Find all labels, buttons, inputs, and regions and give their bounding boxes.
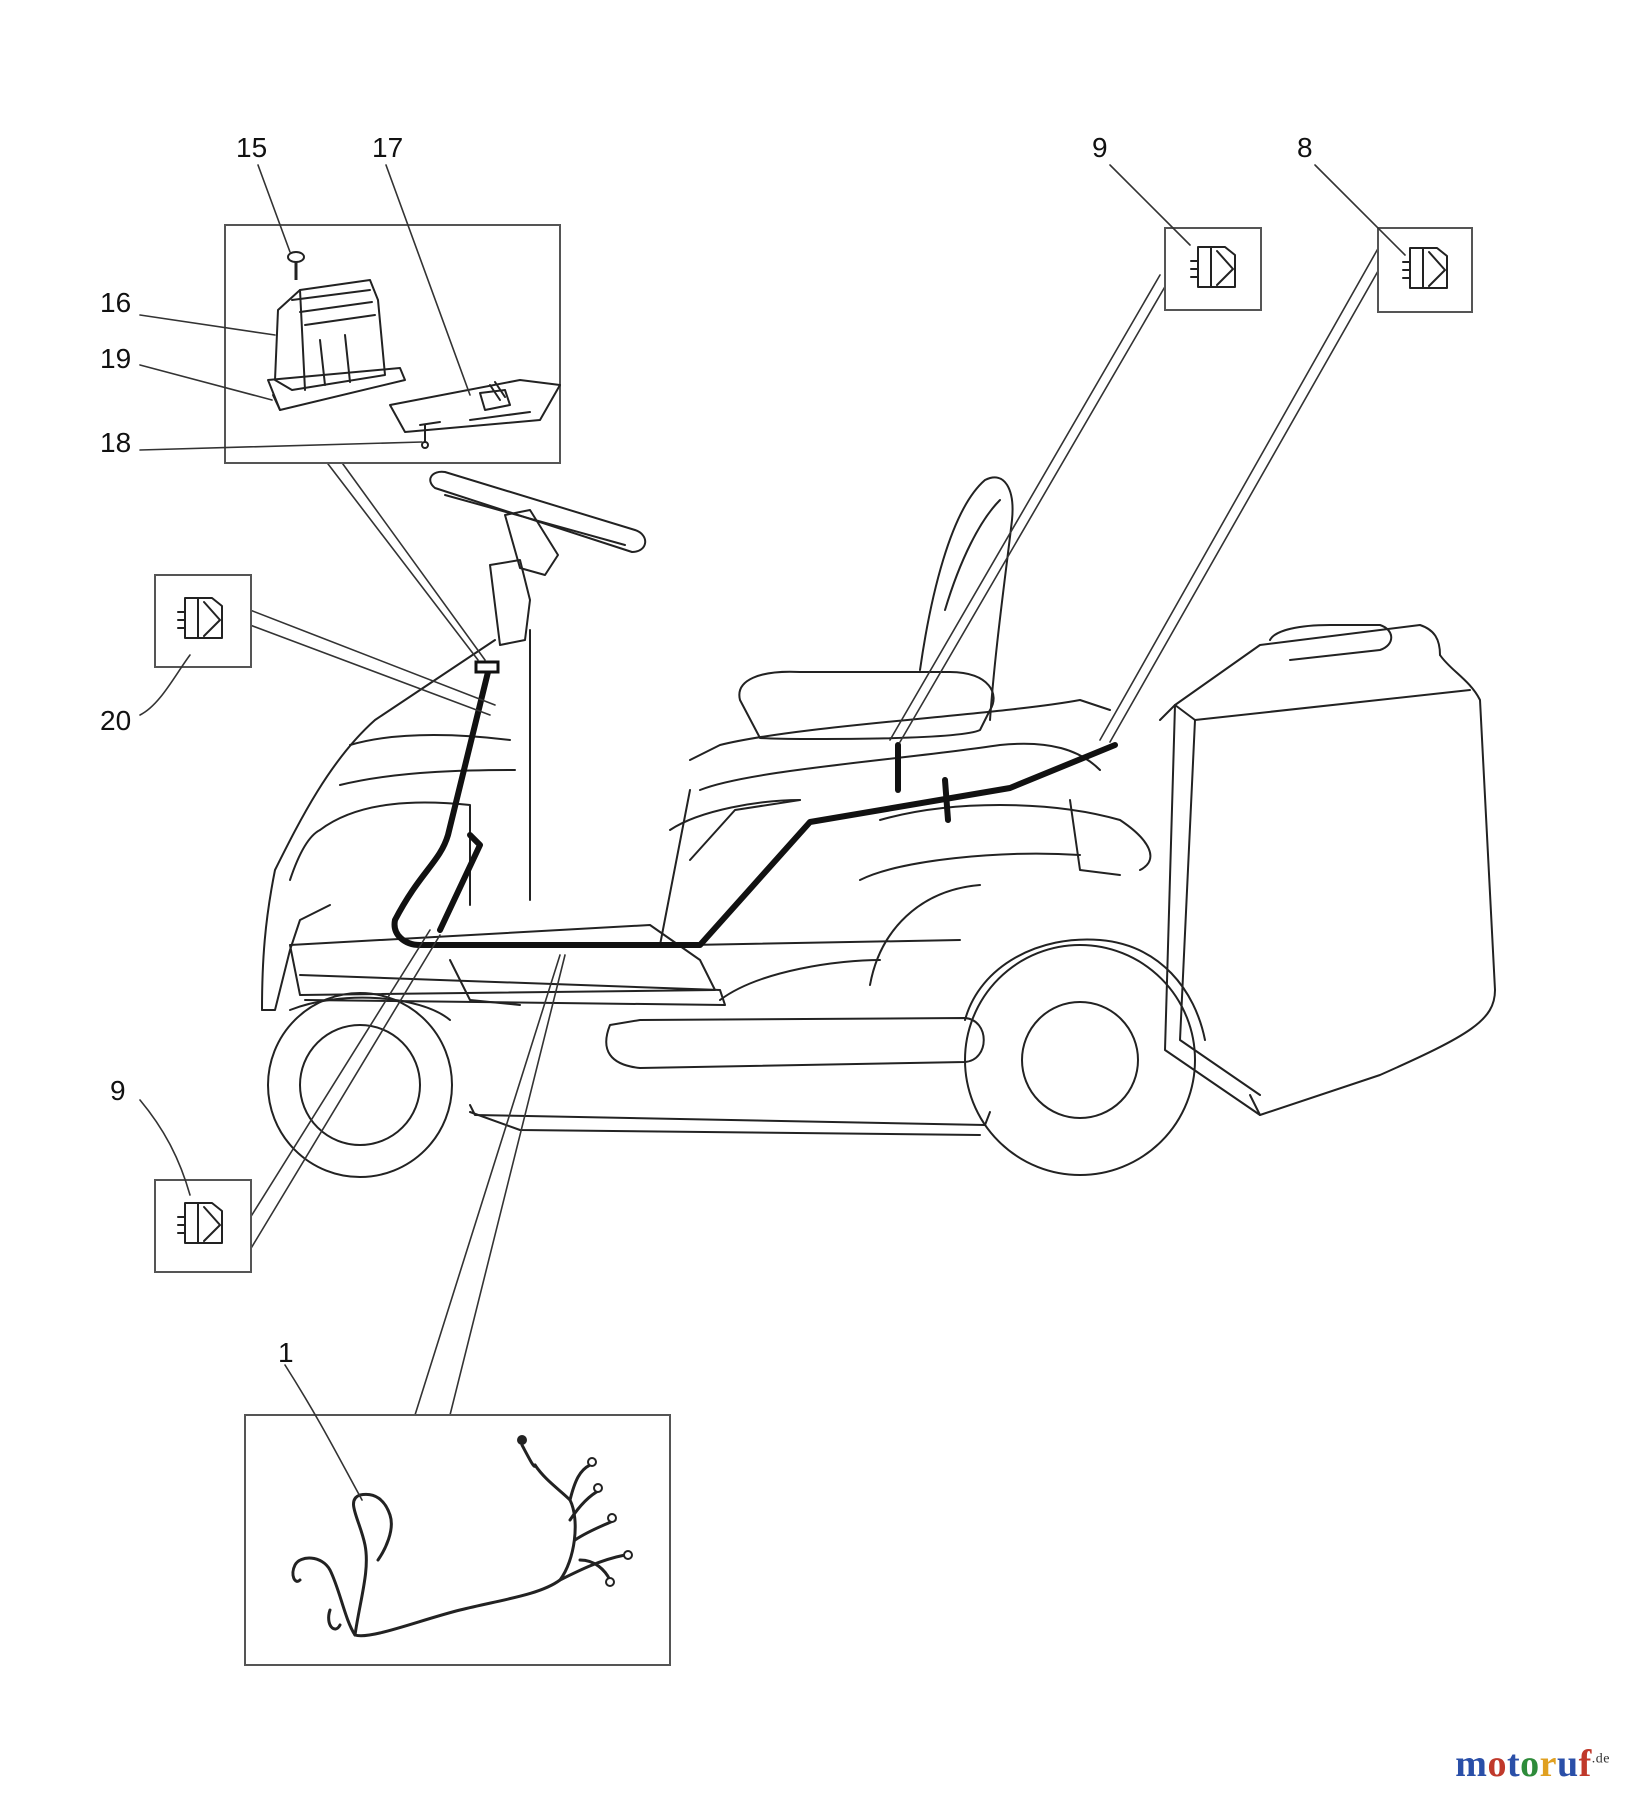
wiring-harness-icon — [291, 1435, 633, 1638]
callout-8: 8 — [1297, 132, 1313, 163]
circuit-board-icon — [389, 379, 561, 433]
callout-15: 15 — [236, 132, 267, 163]
callout-18: 18 — [100, 427, 131, 458]
fastener-icon — [421, 425, 429, 449]
relay-icon — [1402, 247, 1448, 289]
control-module-icon — [267, 279, 406, 411]
detail-box-controller — [224, 224, 561, 464]
riding-mower-outline — [261, 470, 1496, 1178]
callout-16: 16 — [100, 287, 131, 318]
detail-box-wiring-harness — [244, 1414, 671, 1666]
detail-box-relay-8 — [1377, 227, 1473, 313]
detail-box-relay-9-top — [1164, 227, 1262, 311]
callout-20: 20 — [100, 705, 131, 736]
watermark-suffix: .de — [1591, 1751, 1610, 1767]
callout-1: 1 — [278, 1337, 294, 1368]
callout-pointers — [139, 164, 1406, 1501]
watermark-text: motoruf — [1455, 1743, 1592, 1785]
callout-9-bottom: 9 — [110, 1075, 126, 1106]
relay-icon — [1190, 246, 1236, 288]
leader-lines — [229, 244, 1391, 1416]
relay-icon — [177, 1202, 223, 1244]
callout-9-top: 9 — [1092, 132, 1108, 163]
callout-numbers: 15 17 16 19 18 20 9 8 9 1 — [100, 132, 1313, 1368]
detail-box-relay-20 — [154, 574, 252, 668]
callout-19: 19 — [100, 343, 131, 374]
watermark-logo: motoruf.de — [1455, 1742, 1610, 1786]
callout-17: 17 — [372, 132, 403, 163]
relay-icon — [177, 597, 223, 639]
screw-icon — [287, 251, 305, 280]
detail-box-relay-9-bottom — [154, 1179, 252, 1273]
